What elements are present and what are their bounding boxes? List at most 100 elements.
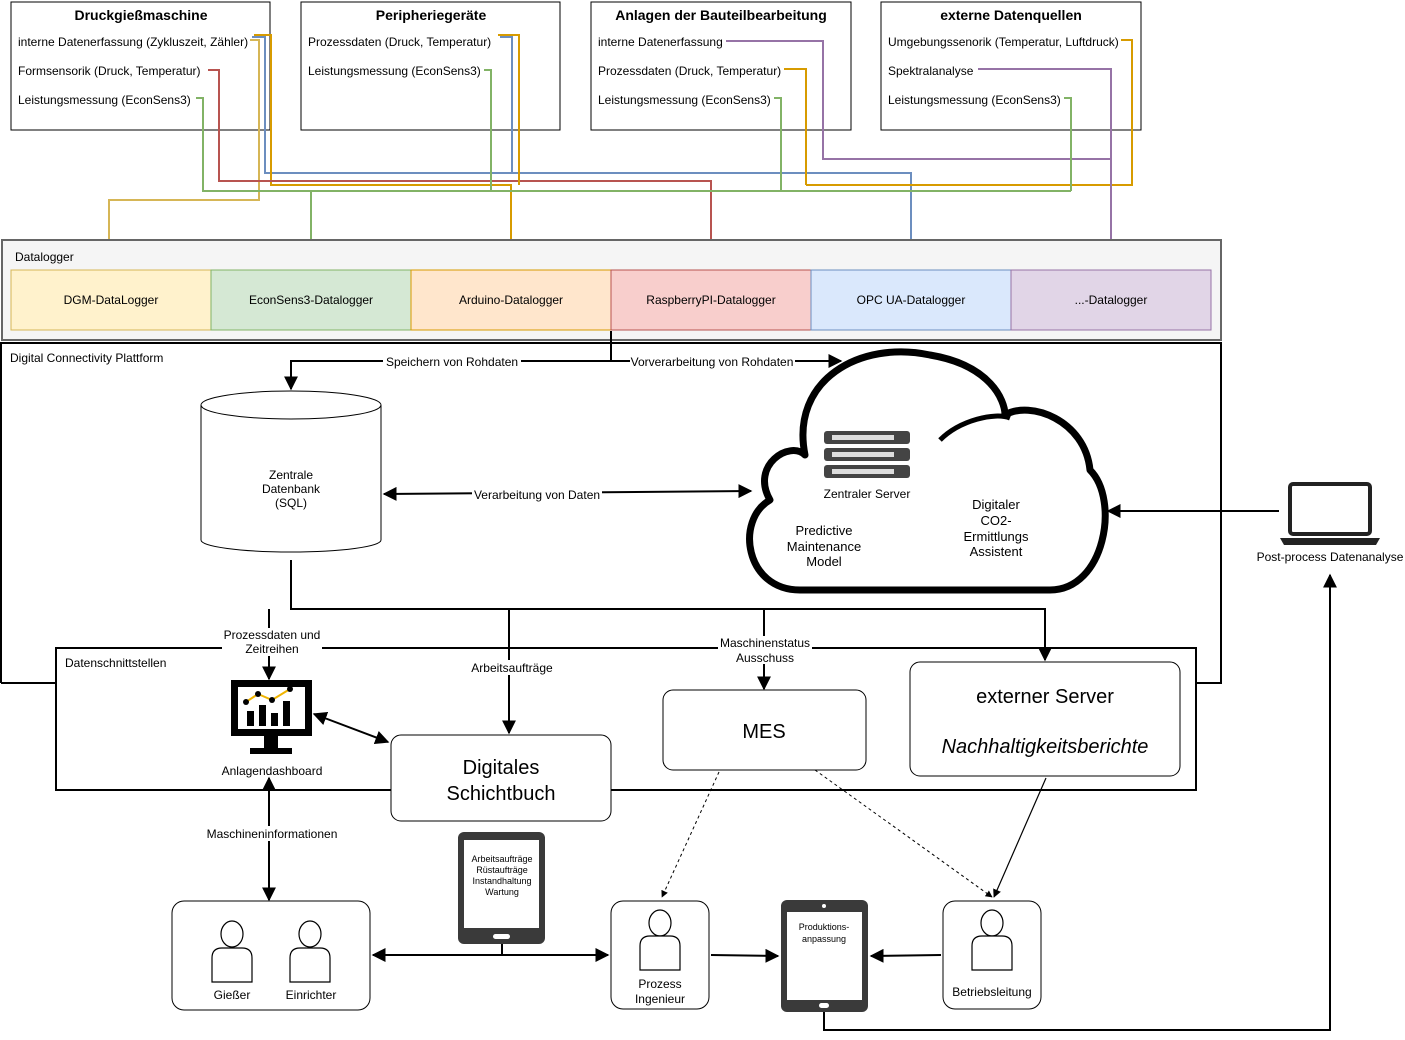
datalogger-box: OPC UA-Datalogger <box>810 269 1012 331</box>
person-icon <box>639 909 681 971</box>
tablet-item: Wartung <box>485 887 519 897</box>
datalogger-boxes: DGM-DataLogger EconSens3-Datalogger Arduin… <box>10 269 1212 331</box>
datalogger-box-bg <box>210 269 412 331</box>
connector-purple <box>726 40 1111 160</box>
connector-blue <box>500 36 513 173</box>
interfaces-label: Datenschnittstellen <box>65 656 166 670</box>
mes-label: MES <box>742 721 785 743</box>
store-raw-label: Speichern von Rohdaten <box>386 355 518 369</box>
preprocess-raw-label: Vorverarbeitung von Rohdaten <box>631 355 794 369</box>
datalogger-box-bg <box>10 269 212 331</box>
work-orders-label: Arbeitsaufträge <box>471 661 553 675</box>
datalogger-box-label: DGM-DataLogger <box>64 293 159 307</box>
predictive-label: Predictive <box>795 523 852 538</box>
platform-label: Digital Connectivity Plattform <box>10 351 163 365</box>
connector-green <box>1064 97 1072 191</box>
tablet-shiftbook: Arbeitsaufträge Rüstaufträge Instandhalt… <box>458 832 545 944</box>
datalogger-box: ...-Datalogger <box>1010 269 1212 331</box>
tablet-prod-label: anpassung <box>802 934 846 944</box>
co2-label: Assistent <box>970 544 1023 559</box>
server-icon <box>824 431 910 478</box>
dashed-arrows <box>661 769 993 898</box>
datalogger-box-label: ...-Datalogger <box>1075 293 1148 307</box>
predictive-label: Maintenance <box>787 539 861 554</box>
external-server-label: externer Server <box>976 686 1114 708</box>
co2-label: Digitaler <box>972 497 1020 512</box>
datalogger-box: Arduino-Datalogger <box>410 269 612 331</box>
co2-label: Ermittlungs <box>963 529 1029 544</box>
bottom-arrows <box>371 573 1337 1031</box>
source-title: Anlagen der Bauteilbearbeitung <box>615 7 827 23</box>
database-label: Zentrale <box>269 468 313 482</box>
datalogger-box-label: OPC UA-Datalogger <box>857 293 966 307</box>
datenschnittstellen-container: Datenschnittstellen <box>55 647 1197 791</box>
database-label: Datenbank <box>262 482 321 496</box>
source-item: interne Datenerfassung <box>598 35 723 49</box>
tablet-item: Arbeitsaufträge <box>471 854 532 864</box>
dashboard-label: Anlagendashboard <box>222 764 323 778</box>
datalogger-box: RaspberryPI-Datalogger <box>610 269 812 331</box>
sustainability-label: Nachhaltigkeitsberichte <box>942 736 1149 758</box>
machine-status-label: Maschinenstatus <box>720 636 810 650</box>
server-label: Zentraler Server <box>824 487 911 501</box>
laptop-icon <box>1280 482 1380 545</box>
connector-orange <box>498 34 520 185</box>
external-server-box: externer Server Nachhaltigkeitsberichte <box>909 661 1181 777</box>
connector-purple <box>978 68 1118 270</box>
management-label: Betriebsleitung <box>952 985 1031 999</box>
post-process-label: Post-process Datenanalyse <box>1257 550 1404 564</box>
source-connectors <box>102 34 1133 270</box>
machine-status-label: Ausschuss <box>736 651 794 665</box>
tablet-item: Instandhaltung <box>472 876 531 886</box>
source-item: interne Datenerfassung (Zykluszeit, Zähl… <box>18 35 248 49</box>
machine-info-label: Maschineninformationen <box>207 827 338 841</box>
person-icon <box>289 920 331 983</box>
person-icon <box>971 909 1013 971</box>
datalogger-box-bg <box>810 269 1012 331</box>
source-item: Prozessdaten (Druck, Temperatur) <box>308 35 491 49</box>
tablet-production: Produktions- anpassung <box>781 900 868 1012</box>
source-item: Leistungsmessung (EconSens3) <box>888 93 1061 107</box>
connector-green <box>484 69 492 191</box>
person-icon <box>211 920 253 983</box>
engineer-label: Ingenieur <box>635 992 685 1006</box>
connector-green <box>196 97 1071 192</box>
source-item: Leistungsmessung (EconSens3) <box>18 93 191 107</box>
datalogger-box-label: Arduino-Datalogger <box>459 293 563 307</box>
datalogger-box-bg <box>610 269 812 331</box>
connector-red <box>208 69 718 270</box>
datalogger-label: Datalogger <box>15 250 74 264</box>
source-box-externe-datenquellen: externe Datenquellen Umgebungssenorik (T… <box>880 1 1142 131</box>
source-title: Peripheriegeräte <box>376 7 487 23</box>
datalogger-box-label: EconSens3-Datalogger <box>249 293 373 307</box>
connector-orange <box>254 34 518 270</box>
source-item: Leistungsmessung (EconSens3) <box>598 93 771 107</box>
processing-label: Verarbeitung von Daten <box>474 488 600 502</box>
central-database: Zentrale Datenbank (SQL) <box>200 390 382 553</box>
cloud-server: Zentraler Server Predictive Maintenance … <box>746 348 1109 594</box>
mes-box: MES <box>662 689 867 771</box>
database-label: (SQL) <box>275 496 307 510</box>
source-box-druckgiessmaschine: Druckgießmaschine interne Datenerfassung… <box>10 1 271 131</box>
source-box-bauteilbearbeitung: Anlagen der Bauteilbearbeitung interne D… <box>590 1 852 131</box>
connector-orange <box>806 39 1133 186</box>
engineer-label: Prozess <box>638 977 681 991</box>
connector-green <box>774 97 782 191</box>
engineer-box: Prozess Ingenieur <box>610 900 710 1010</box>
dashboard-shiftbook-arrow <box>312 711 390 745</box>
datalogger-box: EconSens3-Datalogger <box>210 269 412 331</box>
shiftbook-label: Schichtbuch <box>447 783 556 805</box>
caster-label: Gießer <box>214 988 251 1002</box>
tablet-prod-label: Produktions- <box>799 922 850 932</box>
source-item: Leistungsmessung (EconSens3) <box>308 64 481 78</box>
source-item: Umgebungssenorik (Temperatur, Luftdruck) <box>888 35 1119 49</box>
management-box: Betriebsleitung <box>942 900 1042 1010</box>
digital-shiftbook: Digitales Schichtbuch <box>390 734 612 822</box>
datalogger-box: DGM-DataLogger <box>10 269 212 331</box>
co2-label: CO2- <box>980 513 1011 528</box>
dashboard-icon <box>231 680 312 754</box>
predictive-label: Model <box>806 554 842 569</box>
shiftbook-label: Digitales <box>463 757 540 779</box>
source-box-peripheriegeraete: Peripheriegeräte Prozessdaten (Druck, Te… <box>300 1 561 131</box>
